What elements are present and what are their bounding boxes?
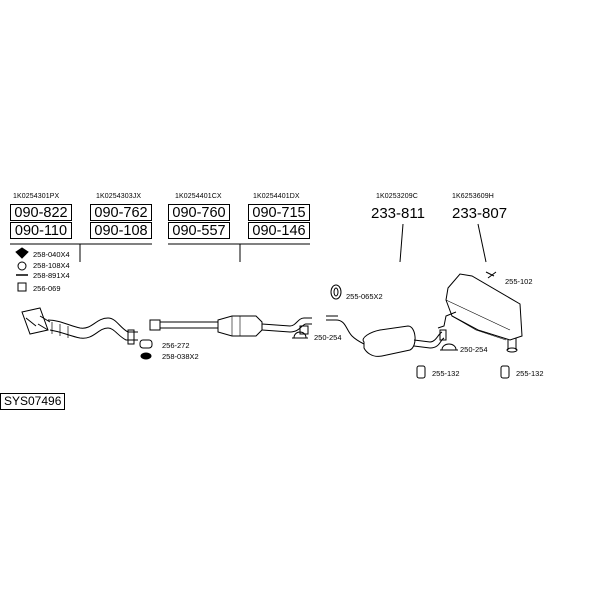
group2-bracket (168, 243, 310, 262)
clamp-icon-2 (293, 331, 307, 339)
fitting-label: 256-069 (33, 284, 61, 293)
nut-icon (140, 352, 152, 360)
oe-code: 1K0254401DX (253, 193, 300, 200)
part-number-box[interactable]: 090-715 (248, 204, 310, 221)
part-number-box[interactable]: 090-822 (10, 204, 72, 221)
front-catalyst-pipe (21, 307, 138, 345)
fitting-label: 258-038X2 (162, 352, 199, 361)
fitting-label: 258-891X4 (33, 271, 70, 280)
part-number-box[interactable]: 090-557 (168, 222, 230, 239)
clamp-icon-3 (441, 343, 457, 351)
leader-233-811 (399, 223, 404, 263)
part-number-box[interactable]: 090-762 (90, 204, 152, 221)
fitting-label: 250-254 (314, 333, 342, 342)
washer-icon (17, 261, 27, 271)
part-number-box[interactable]: 090-108 (90, 222, 152, 239)
fitting-label: 255-102 (505, 277, 533, 286)
leader-233-807 (477, 223, 487, 263)
fitting-label: 258-040X4 (33, 250, 70, 259)
front-pipe-silencer (149, 315, 312, 337)
oe-code: 1K0254301PX (13, 193, 60, 200)
oe-code: 1K6253609H (452, 193, 494, 200)
fitting-label: 255-132 (516, 369, 544, 378)
oe-code: 1K0254401CX (175, 193, 222, 200)
rubber-mount-icon-1 (416, 365, 426, 379)
system-id-label: SYS07496 (0, 393, 66, 410)
fitting-label: 256-272 (162, 341, 190, 350)
part-number[interactable]: 233-807 (452, 205, 508, 222)
part-number-box[interactable]: 090-760 (168, 204, 230, 221)
rear-silencer (437, 273, 523, 353)
oe-code: 1K0253209C (376, 193, 418, 200)
middle-silencer-pipe (326, 315, 447, 357)
clamp-icon (139, 339, 153, 349)
fitting-label: 255-132 (432, 369, 460, 378)
fitting-label: 255-065X2 (346, 292, 383, 301)
group1-bracket (10, 243, 152, 262)
part-number-box[interactable]: 090-110 (10, 222, 72, 239)
fitting-label: 250-254 (460, 345, 488, 354)
gasket-icon (15, 247, 29, 259)
part-number[interactable]: 233-811 (371, 205, 425, 222)
part-number-box[interactable]: 090-146 (248, 222, 310, 239)
oe-code: 1K0254303JX (96, 193, 142, 200)
mount-icon-1 (330, 284, 342, 300)
rubber-mount-icon-2 (500, 365, 510, 379)
fitting-label: 258-108X4 (33, 261, 70, 270)
bracket-icon (17, 282, 27, 292)
hanger-icon (485, 271, 497, 279)
